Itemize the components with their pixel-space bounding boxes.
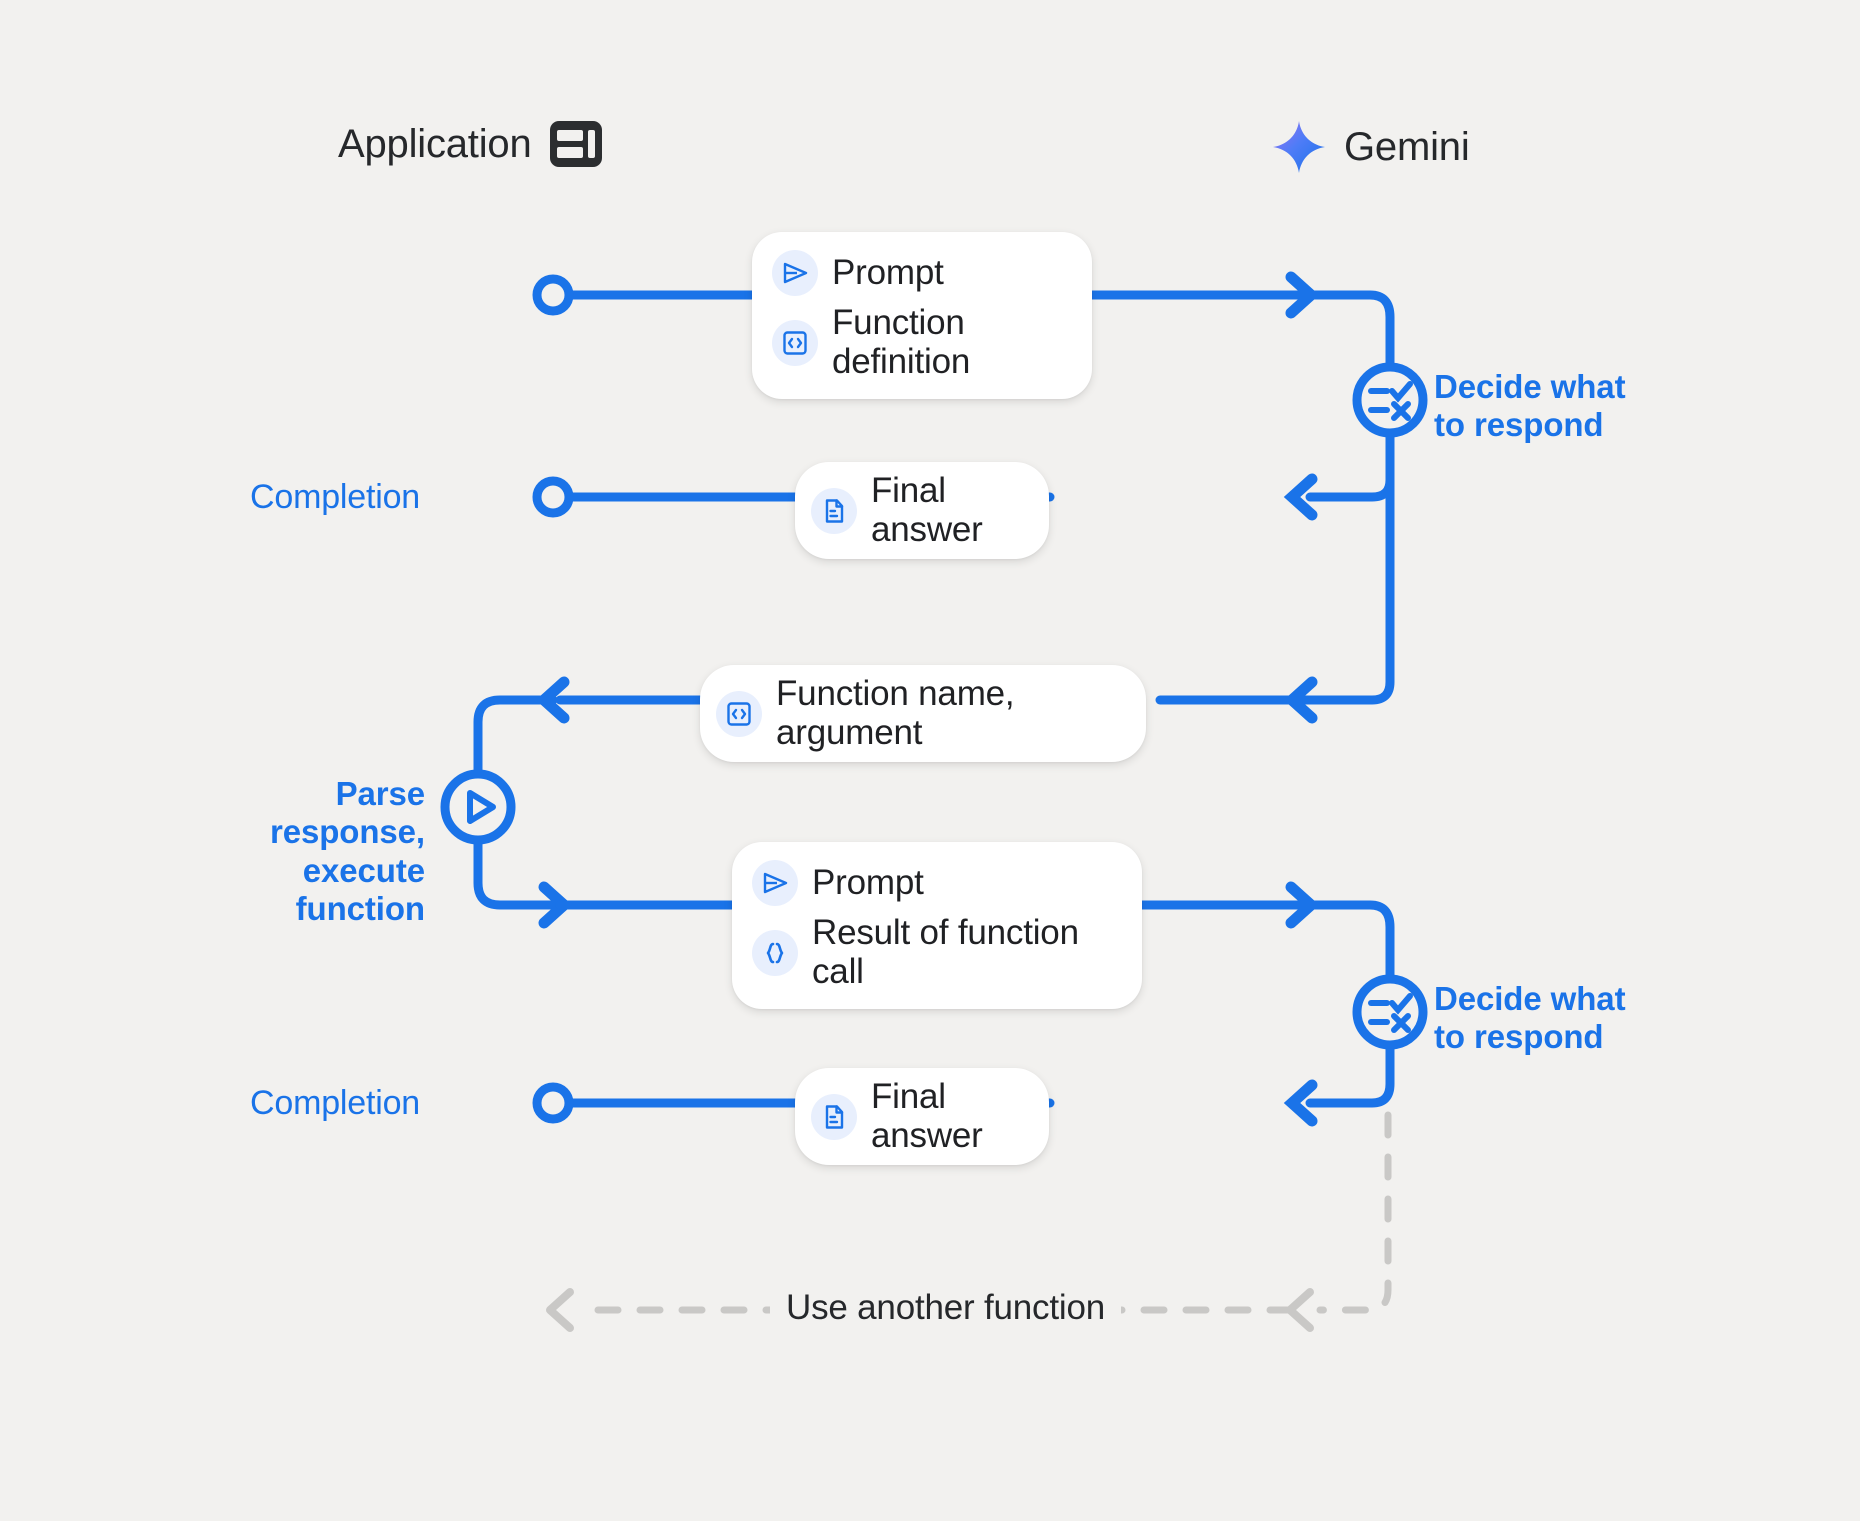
bubble-row: Result of function call bbox=[752, 913, 1114, 991]
code-brackets-icon bbox=[716, 690, 762, 737]
bubble-row: Function name, argument bbox=[716, 674, 1116, 752]
bubble-row: Final answer bbox=[811, 471, 1019, 549]
actor-application-label: Application bbox=[338, 121, 532, 166]
bubble-row-label: Final answer bbox=[871, 1077, 983, 1155]
decide-node-1-wire bbox=[1303, 362, 1428, 705]
checklist-circle-icon-2 bbox=[1368, 993, 1413, 1033]
bubble-row: Function definition bbox=[772, 303, 1064, 381]
gemini-sparkle-icon bbox=[1272, 120, 1326, 174]
document-icon bbox=[811, 487, 857, 534]
annotation-parse-execute: Parse response, execute function bbox=[270, 775, 425, 927]
bubble-row: Prompt bbox=[752, 860, 1114, 906]
bubble-row-label: Result of function call bbox=[812, 913, 1079, 991]
actor-application: Application bbox=[338, 120, 603, 168]
label-completion-1: Completion bbox=[250, 478, 420, 516]
message-bubble-request-1[interactable]: Prompt Function definition bbox=[752, 232, 1092, 399]
bubble-row-label: Function definition bbox=[832, 303, 971, 381]
completion-node-1 bbox=[532, 476, 574, 518]
message-bubble-request-2[interactable]: Prompt Result of function call bbox=[732, 842, 1142, 1009]
label-use-another-function: Use another function bbox=[770, 1288, 1121, 1328]
bubble-row-label: Function name, argument bbox=[776, 674, 1015, 752]
curly-braces-icon bbox=[752, 929, 798, 976]
start-node bbox=[532, 274, 574, 316]
parse-execute-node-wire bbox=[440, 769, 570, 929]
bubble-row-label: Prompt bbox=[832, 252, 944, 292]
play-circle-icon bbox=[467, 790, 496, 824]
decide-node-2-wire bbox=[1305, 960, 1428, 1108]
bubble-row: Final answer bbox=[811, 1077, 1019, 1155]
message-bubble-final-answer-2[interactable]: Final answer bbox=[795, 1068, 1049, 1165]
actor-gemini-label: Gemini bbox=[1344, 124, 1470, 169]
annotation-decide-1: Decide what to respond bbox=[1434, 368, 1626, 444]
checklist-circle-icon-1 bbox=[1368, 381, 1413, 421]
message-bubble-final-answer-1[interactable]: Final answer bbox=[795, 462, 1049, 559]
completion-node-2 bbox=[532, 1082, 574, 1124]
send-icon bbox=[752, 860, 798, 906]
app-layout-icon bbox=[549, 120, 603, 168]
send-icon bbox=[772, 250, 818, 296]
bubble-row-label: Final answer bbox=[871, 471, 983, 549]
actor-gemini: Gemini bbox=[1272, 120, 1470, 174]
label-completion-2: Completion bbox=[250, 1084, 420, 1122]
code-brackets-icon bbox=[772, 319, 818, 366]
message-bubble-function-call[interactable]: Function name, argument bbox=[700, 665, 1146, 762]
document-icon bbox=[811, 1093, 857, 1140]
annotation-decide-2: Decide what to respond bbox=[1434, 980, 1626, 1056]
bubble-row: Prompt bbox=[772, 250, 1064, 296]
bubble-row-label: Prompt bbox=[812, 862, 924, 902]
